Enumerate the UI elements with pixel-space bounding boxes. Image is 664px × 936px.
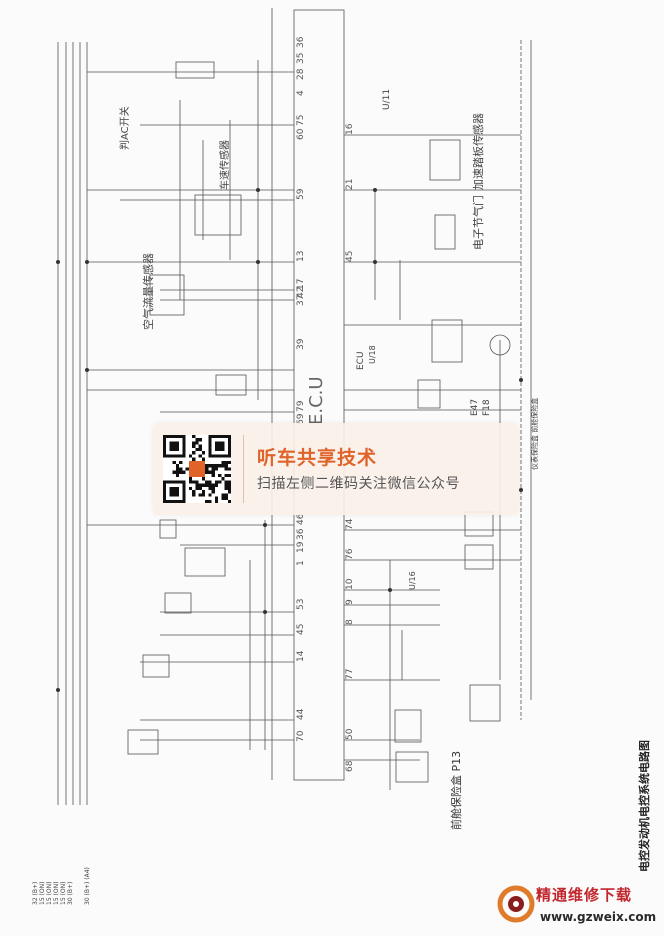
watermark-divider [243, 435, 244, 503]
watermark-subtitle: 扫描左侧二维码关注微信公众号 [257, 476, 460, 492]
component-speed-sensor: 车速传感器 [220, 140, 231, 190]
ecu-pin-label: 19 [296, 541, 306, 553]
bus-note: 30 (B+) (A4) [84, 867, 91, 905]
ecu-pin-label: 1 [296, 560, 306, 566]
misc-label-u16: U/16 [408, 571, 417, 590]
misc-label-f18: F18 [482, 399, 492, 416]
bus-label-3: 15 (ON) [46, 881, 53, 905]
qr-code-icon[interactable] [163, 435, 231, 503]
ecu-label: E.C.U [306, 376, 327, 425]
ecu-pin-label: 75 [296, 115, 306, 126]
ecu-pin-label: 69 [296, 413, 306, 425]
bus-label-4: 15 (ON) [53, 881, 60, 905]
misc-label-ecu: ECU [356, 351, 366, 370]
logo-url: www.gzweix.com [540, 910, 657, 924]
component-front-fusebox: 前舱保险盒 P13 [450, 750, 463, 830]
ecu-pin-label: 74 [345, 518, 355, 530]
ecu-pin-label: 50 [345, 728, 355, 740]
ecu-pin-label: 77 [345, 669, 355, 680]
ecu-pin-label: 44 [296, 708, 306, 720]
ecu-pin-label: 21 [345, 179, 355, 190]
ecu-pin-label: 59 [296, 188, 306, 200]
ecu-pin-label: 17 [296, 279, 306, 290]
logo-title: 精通维修下载 [536, 886, 633, 904]
component-throttle: 电子节气门 [472, 195, 485, 250]
misc-label-u18: U/18 [368, 345, 377, 364]
ecu-pin-label: 36 [296, 36, 306, 48]
ecu-pin-label: 28 [296, 68, 306, 80]
component-pedal-sensor: 加速踏板传感器 [472, 113, 485, 190]
caption-text: 电控发动机电控系统电路图 [638, 740, 651, 872]
ecu-pin-label: 13 [296, 251, 306, 262]
ecu-pin-label: 60 [296, 128, 306, 140]
component-airflow-sensor: 空气流量传感器 [142, 253, 155, 330]
ecu-pin-label: 53 [296, 599, 306, 610]
ecu-pin-label: 8 [345, 619, 355, 625]
ecu-pin-label: 16 [345, 123, 355, 135]
ecu-pin-label: 46 [296, 513, 306, 525]
bus-label-5: 15 (ON) [60, 881, 67, 905]
ecu-pin-label: 35 [296, 53, 306, 64]
ecu-pin-label: 45 [345, 251, 355, 262]
ecu-pin-label: 42 [296, 287, 306, 298]
bus-label-1: 32 (B+) [32, 881, 39, 905]
misc-label-u11: U/11 [382, 88, 392, 110]
ecu-pin-label: 37 [296, 295, 306, 306]
ecu-pin-label: 36 [296, 528, 306, 540]
bus-label-6: 30 (B+) [67, 881, 74, 905]
site-logo[interactable]: 精通维修下载 www.gzweix.com [494, 878, 664, 934]
watermark-card: 听车共享技术 扫描左侧二维码关注微信公众号 [153, 423, 519, 515]
ecu-pin-label: 4 [296, 90, 306, 96]
ecu-pin-label: 76 [345, 548, 355, 560]
ecu-pin-label: 45 [296, 624, 306, 635]
bus-label-2: 15 (ON) [39, 881, 46, 905]
ecu-pin-label: 79 [296, 400, 306, 412]
misc-label-e47: E47 [470, 398, 480, 416]
gear-eye-icon [497, 885, 535, 923]
ecu-pin-label: 9 [345, 599, 355, 605]
ecu-pin-label: 10 [345, 578, 355, 590]
ecu-pin-label: 14 [296, 650, 306, 662]
ecu-pin-label: 70 [296, 730, 306, 742]
watermark-title: 听车共享技术 [257, 447, 378, 469]
ecu-pin-label: 68 [345, 760, 355, 772]
component-ac-switch: 判AC开关 [120, 106, 131, 150]
ecu-pin-label: 39 [296, 338, 306, 350]
component-dash-fusebox: 仪表保险盒 前舱保险盒 [531, 397, 539, 470]
